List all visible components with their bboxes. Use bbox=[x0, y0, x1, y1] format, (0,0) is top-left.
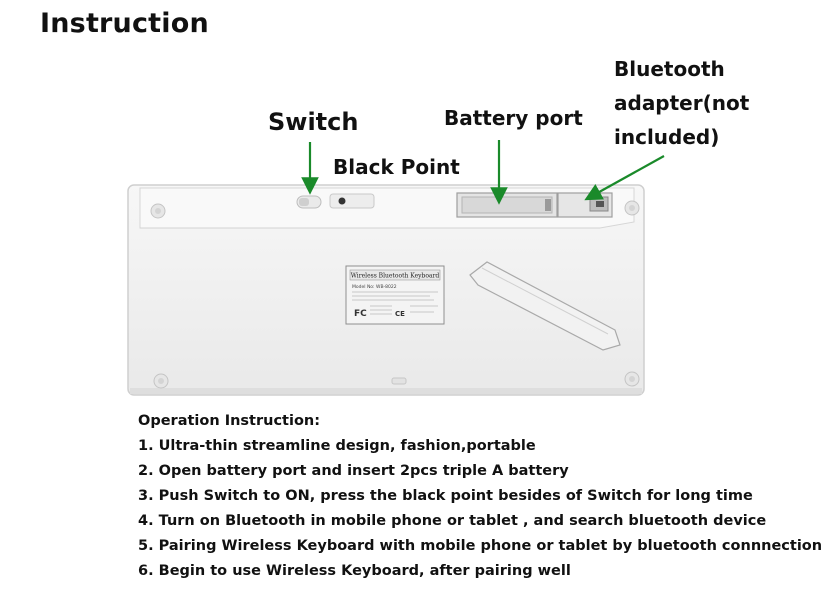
product-label: Wireless Bluetooth Keyboard Model No: WB… bbox=[345, 265, 445, 325]
callout-arrows bbox=[301, 140, 665, 205]
bluetooth-adapter-arrow bbox=[584, 155, 665, 201]
center-notch bbox=[391, 377, 407, 385]
battery-cover bbox=[469, 261, 621, 351]
operation-instructions: Operation Instruction: 1. Ultra-thin str… bbox=[138, 409, 822, 584]
instruction-item: 5. Pairing Wireless Keyboard with mobile… bbox=[138, 538, 822, 554]
label-title: Wireless Bluetooth Keyboard bbox=[351, 273, 440, 280]
bluetooth-adapter-label: Bluetooth adapter(not included) bbox=[614, 57, 750, 149]
power-switch bbox=[296, 195, 322, 209]
rubber-feet bbox=[150, 200, 640, 389]
label-model: Model No: WB-8022 bbox=[352, 284, 397, 290]
instruction-item: 1. Ultra-thin streamline design, fashion… bbox=[138, 438, 536, 454]
instructions-heading: Operation Instruction: bbox=[138, 413, 321, 429]
keyboard-bottom-photo: Wireless Bluetooth Keyboard Model No: WB… bbox=[127, 140, 665, 396]
black-point-label: Black Point bbox=[333, 155, 460, 179]
battery-compartment bbox=[456, 192, 613, 218]
instruction-item: 6. Begin to use Wireless Keyboard, after… bbox=[138, 563, 571, 579]
instruction-item: 4. Turn on Bluetooth in mobile phone or … bbox=[138, 513, 767, 529]
instruction-item: 2. Open battery port and insert 2pcs tri… bbox=[138, 463, 569, 479]
label-fc-mark: FC bbox=[354, 309, 367, 319]
instruction-item: 3. Push Switch to ON, press the black po… bbox=[138, 488, 753, 504]
battery-port-label: Battery port bbox=[444, 106, 583, 130]
switch-label: Switch bbox=[268, 108, 359, 136]
page-title: Instruction bbox=[40, 8, 209, 39]
label-ce-mark: CE bbox=[395, 310, 405, 318]
black-point-button bbox=[329, 193, 375, 209]
